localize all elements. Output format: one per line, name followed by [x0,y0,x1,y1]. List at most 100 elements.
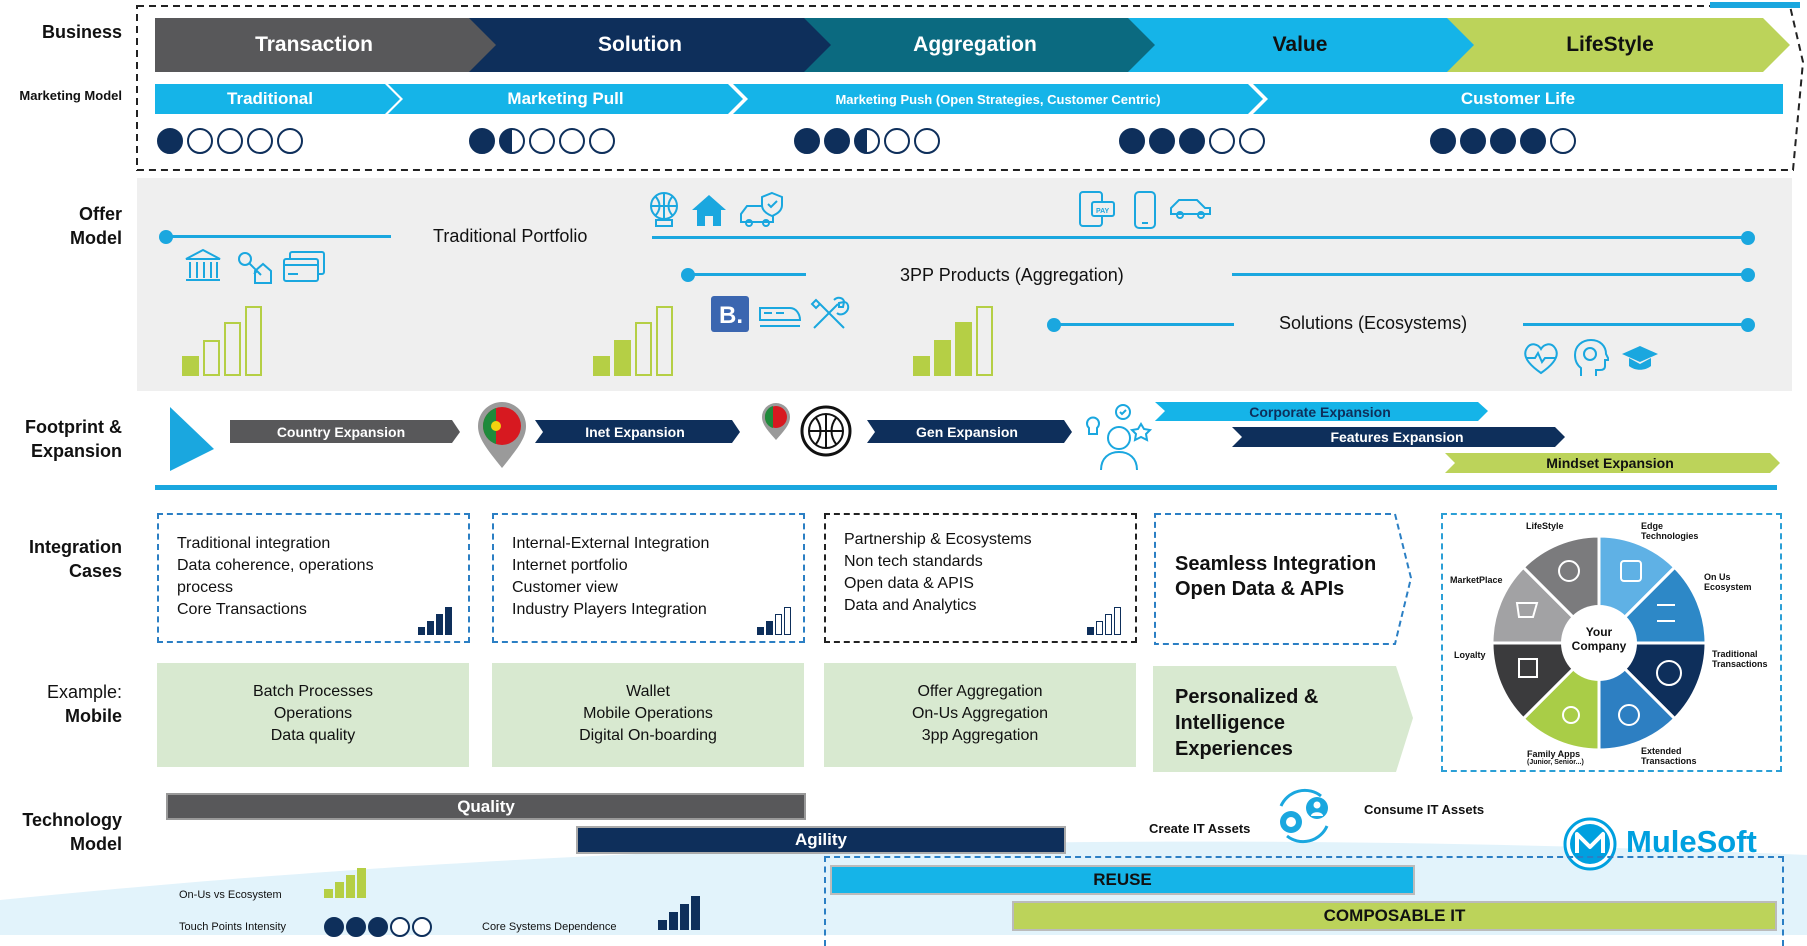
footprint-mindset: Mindset Expansion [1546,455,1674,471]
maturity-dot [469,128,495,154]
booking-icon: B. [711,296,749,332]
row-label-footprint-line2: Expansion [30,441,122,461]
case-line: Customer view [512,579,618,596]
footprint-corporate: Corporate Expansion [1249,403,1391,420]
maturity-dots-value [1119,128,1265,154]
seamless-title: Seamless Integration Open Data & APIs [1175,552,1376,602]
growth-bar [934,340,951,376]
maturity-dot [157,128,183,154]
growth-bar [182,356,199,376]
personalized-line: Personalized & [1175,686,1319,708]
case-line: Internal-External Integration [512,535,710,552]
offer-line [688,273,806,276]
offer-solutions-label: Solutions (Ecosystems) [1279,313,1468,333]
maturity-dots-solution [469,128,615,154]
maturity-dot [1490,128,1516,154]
integration-case-traditional: Traditional integration Data coherence, … [157,513,470,643]
wheel-label-family-sub: (Junior, Senior...) [1527,759,1584,766]
quality-bar: Quality [166,793,806,820]
row-label-integration-line1: Integration [29,537,122,557]
growth-bar [913,356,930,376]
offer-line [166,235,391,238]
pay-icon: PAY [1079,191,1115,227]
maturity-dots-transaction [157,128,303,154]
maturity-dot [854,128,880,154]
offer-aggregation-label: 3PP Products (Aggregation) [900,265,1124,285]
stage-lifestyle: LifeStyle [1566,33,1654,56]
example-line: Digital On-boarding [579,727,717,744]
smartphone-icon [1134,191,1156,229]
maturity-dot [1149,128,1175,154]
stage-transaction: Transaction [255,33,373,56]
svg-text:PAY: PAY [1096,208,1110,215]
wheel-label-extended: Extended Transactions [1641,746,1697,766]
business-chevrons [155,18,1790,72]
footprint-features: Features Expansion [1330,429,1464,445]
offer-line [1054,323,1234,326]
stage-value: Value [1272,33,1328,56]
integration-case-internet: Internal-External Integration Internet p… [492,513,805,643]
seamless-frame [1154,513,1413,645]
touch-dot [324,917,344,937]
growth-bar [245,306,262,376]
case-line: Non tech standards [844,553,983,570]
marketing-traditional: Traditional [227,89,313,108]
case-line: process [177,579,234,596]
car-icon [1170,199,1211,219]
offer-growth-bars [593,306,673,376]
case-line: Data and Analytics [844,597,977,614]
touch-dot [390,917,410,937]
offer-node [1741,318,1755,332]
row-label-footprint-line1: Footprint & [25,417,122,437]
wheel-label-lifestyle: LifeStyle [1526,521,1564,531]
case-line: Data coherence, operations [177,557,374,574]
legend-core: Core Systems Dependence [482,921,617,933]
level-bar [757,627,764,635]
offer-node [1741,268,1755,282]
composable-bar: COMPOSABLE IT [1012,901,1777,931]
level-bar [658,920,667,930]
touch-dot [368,917,388,937]
growth-bar [955,322,972,376]
row-label-offer-line2: Model [70,228,122,248]
business-frame [136,2,1805,171]
maturity-dots-lifestyle [1430,128,1576,154]
person-ideas-icon [1086,404,1153,471]
graduation-cap-icon [1622,346,1658,370]
maturity-dot [247,128,273,154]
level-bar [1096,621,1103,635]
case-line: Open data & APIS [844,575,974,592]
maturity-dot [1179,128,1205,154]
reuse-bar: REUSE [830,865,1415,895]
row-label-technology-line1: Technology [22,810,122,830]
personalized-line: Experiences [1175,738,1293,760]
marketing-push: Marketing Push (Open Strategies, Custome… [835,91,1161,107]
bank-icon [185,248,221,281]
create-it-assets: Create IT Assets [1149,821,1251,836]
level-bar [335,882,344,898]
heart-pulse-icon [1524,343,1558,375]
train-icon [759,307,802,327]
maturity-dot [1239,128,1265,154]
wheel-label-family: Family Apps [1527,749,1581,759]
integration-case-partnership: Partnership & Ecosystems Non tech standa… [824,513,1137,643]
growth-bar [614,340,631,376]
level-bar [669,912,678,930]
example-line: Batch Processes [252,683,374,700]
personalized-box [1153,666,1413,772]
globe-flag-icon [762,403,852,457]
row-label-business: Business [41,22,122,42]
marketing-pull: Marketing Pull [507,89,624,108]
wheel-center-line: Your [1585,625,1613,639]
maturity-dot [499,128,525,154]
level-bar [680,904,689,930]
example-line: Data quality [270,727,356,744]
row-label-offer-line1: Offer [78,204,122,224]
ecosystem-wheel [1490,534,1708,752]
legend-on-us-bars [324,868,366,898]
case-line: Industry Players Integration [512,601,707,618]
level-bar [346,875,355,898]
personalized-title: Personalized & Intelligence Experiences [1175,684,1318,762]
example-line: Wallet [626,683,670,700]
level-bar [1087,627,1094,635]
